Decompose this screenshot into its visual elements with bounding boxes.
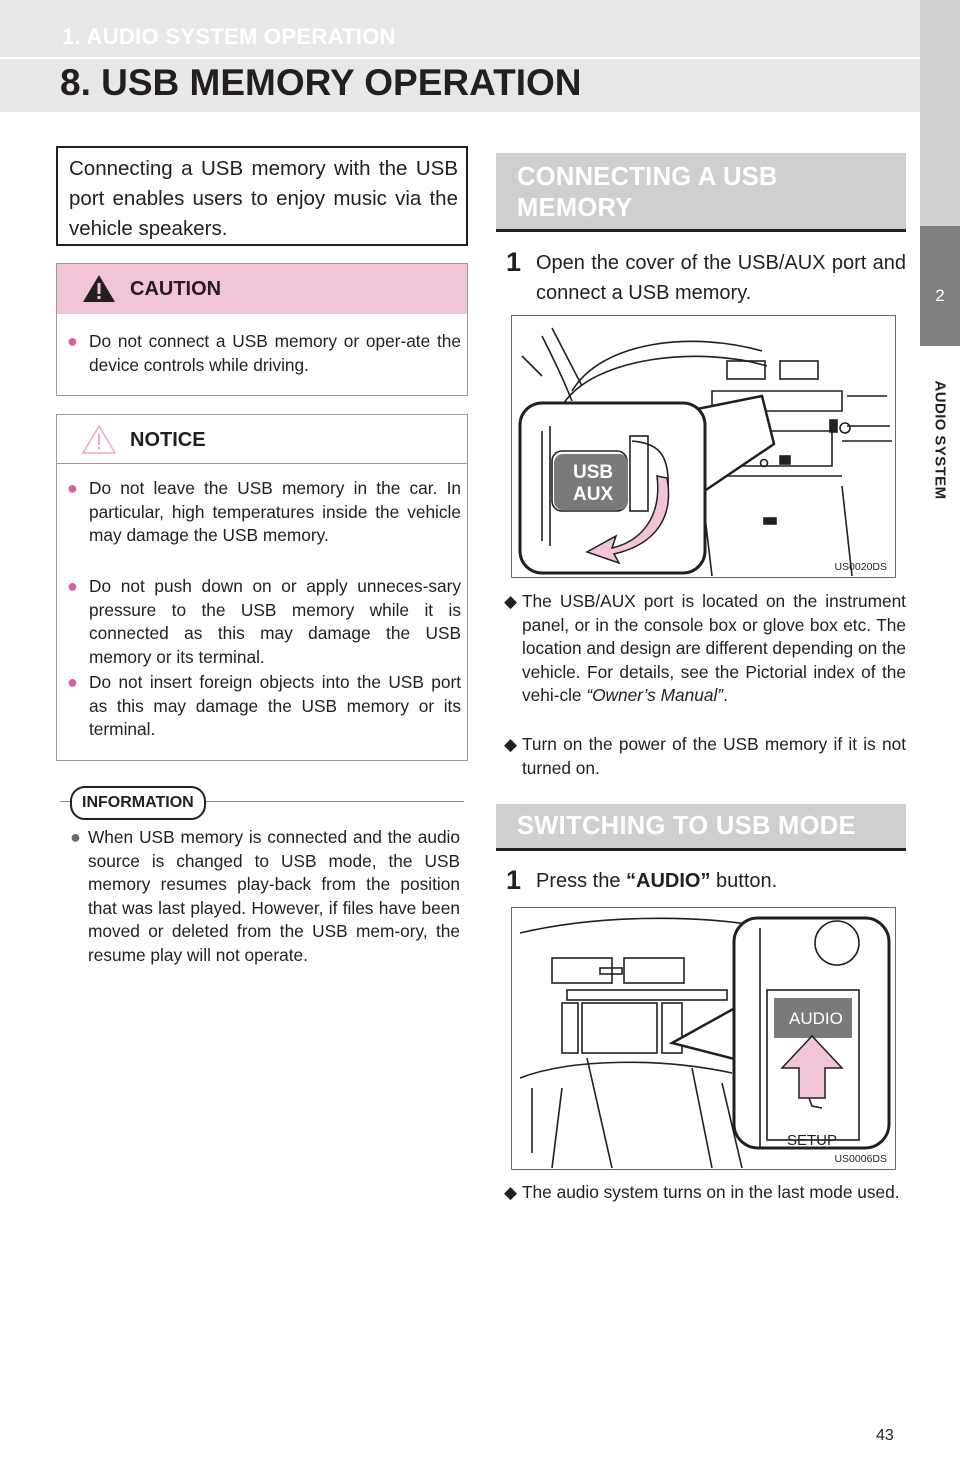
aux-label-text: AUX	[573, 484, 613, 505]
information-label: INFORMATION	[70, 786, 206, 820]
rotate-arrow-icon	[585, 475, 670, 565]
bullet-dot-icon: ●	[67, 478, 78, 498]
notice-triangle-icon	[82, 424, 116, 454]
notice-header: NOTICE	[57, 415, 467, 464]
caution-header: CAUTION	[57, 264, 467, 314]
warning-triangle-icon	[83, 275, 115, 302]
step-text: Open the cover of the USB/AUX port and c…	[536, 252, 906, 304]
intro-text: Connecting a USB memory with the USB por…	[69, 157, 458, 240]
section1-bullet: ◆ Turn on the power of the USB memory if…	[504, 734, 906, 778]
intro-box: Connecting a USB memory with the USB por…	[56, 146, 468, 246]
step-number: 1	[506, 247, 522, 277]
figure-audio-button: AUDIO SETUP US0006DS	[511, 907, 896, 1170]
audio-label-text: AUDIO	[789, 1009, 843, 1028]
bullet-dot-icon: ●	[67, 576, 78, 596]
section-label: 1. AUDIO SYSTEM OPERATION	[62, 24, 396, 49]
section-title-line1: CONNECTING A USB	[517, 163, 778, 191]
information-item: ● When USB memory is connected and the a…	[70, 827, 460, 965]
step-number: 1	[506, 865, 522, 895]
figure-code: US0006DS	[834, 1153, 887, 1165]
bullet-dot-icon: ●	[67, 672, 78, 692]
bullet-dot-icon: ●	[70, 827, 81, 847]
chapter-label: AUDIO SYSTEM	[920, 360, 960, 520]
chapter-number: 2	[935, 286, 945, 305]
figure-code: US0020DS	[834, 561, 887, 573]
caution-box: CAUTION ● Do not connect a USB memory or…	[56, 263, 468, 396]
phone-icon	[808, 1097, 823, 1109]
side-tab-upper	[920, 0, 960, 226]
diamond-bullet-icon: ◆	[504, 592, 518, 611]
section-header-switching: SWITCHING TO USB MODE	[496, 804, 906, 851]
header-divider	[0, 57, 920, 59]
notice-item: ● Do not insert foreign objects into the…	[67, 672, 461, 739]
usb-label-text: USB	[573, 462, 613, 483]
notice-item: ● Do not push down on or apply unneces-s…	[67, 576, 461, 667]
diamond-bullet-icon: ◆	[504, 1183, 518, 1202]
page-number: 43	[876, 1427, 894, 1444]
figure-usb-port: USB AUX US0020DS	[511, 315, 896, 578]
step-text: Press the “AUDIO” button.	[536, 870, 778, 892]
notice-item: ● Do not leave the USB memory in the car…	[67, 478, 461, 545]
section-title: SWITCHING TO USB MODE	[517, 812, 856, 840]
chapter-label-text: AUDIO SYSTEM	[931, 380, 949, 500]
up-arrow-icon	[780, 1034, 844, 1099]
caution-item: ● Do not connect a USB memory or oper-at…	[67, 331, 461, 375]
section-title-line2: MEMORY	[517, 194, 633, 222]
page-title: 8. USB MEMORY OPERATION	[60, 62, 582, 103]
notice-box: NOTICE ● Do not leave the USB memory in …	[56, 414, 468, 761]
bullet-dot-icon: ●	[67, 331, 78, 351]
dashboard-usb-illustration: USB AUX	[518, 327, 892, 577]
section-header-connecting: CONNECTING A USB MEMORY	[496, 153, 906, 232]
section2-bullet: ◆ The audio system turns on in the last …	[504, 1181, 906, 1205]
setup-label-text: SETUP	[787, 1132, 837, 1149]
diamond-bullet-icon: ◆	[504, 735, 518, 754]
section1-bullet: ◆ The USB/AUX port is located on the ins…	[504, 591, 907, 705]
information-rule	[60, 801, 464, 802]
chapter-tab	[920, 226, 960, 346]
caution-title: CAUTION	[130, 278, 222, 300]
dashboard-audio-illustration: AUDIO SETUP	[519, 916, 891, 1169]
notice-title: NOTICE	[130, 429, 206, 451]
page-header	[0, 0, 920, 112]
